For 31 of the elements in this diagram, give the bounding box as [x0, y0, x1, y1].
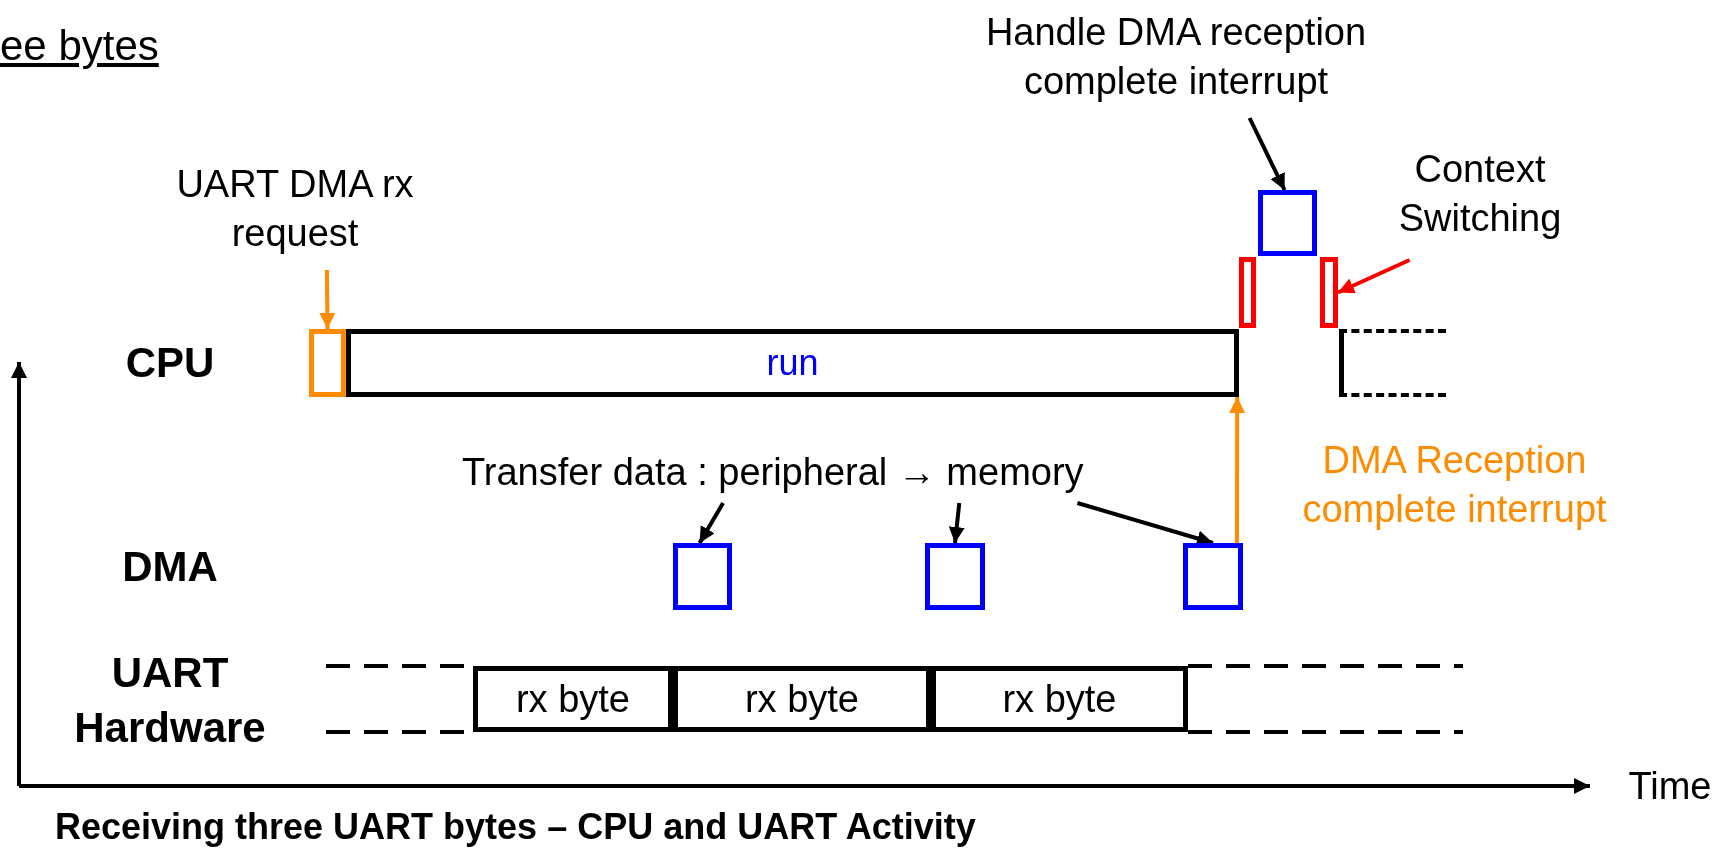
slide-heading: ee bytes [0, 22, 159, 70]
context-switch-box [1239, 257, 1256, 328]
arrow [948, 502, 965, 544]
row-label: CPU [124, 338, 216, 388]
run-bar [346, 329, 1239, 397]
interrupt-handler-box [1258, 190, 1317, 256]
arrow [319, 269, 336, 330]
bar-label: rx byte [744, 677, 859, 721]
byte-slot [473, 666, 673, 732]
transfer-box [1183, 543, 1243, 610]
row-label: UART Hardware [73, 648, 267, 753]
request-box [309, 329, 346, 397]
bar-label: rx byte [1002, 677, 1117, 721]
arrow [1247, 117, 1287, 191]
transfer-box [925, 543, 985, 610]
figure-caption: Receiving three UART bytes – CPU and UART Activity [55, 806, 976, 848]
arrow [1229, 397, 1246, 543]
arrow [697, 502, 725, 544]
continuation-box [1339, 329, 1446, 397]
annotation-text: Handle DMA reception complete interrupt [946, 8, 1406, 118]
annotation-text: UART DMA rx request [150, 160, 440, 270]
annotation-text: Transfer data : peripheral → memory [462, 448, 1084, 503]
context-switch-box [1320, 257, 1338, 328]
transfer-box [673, 543, 732, 610]
axis-label: Time [1627, 764, 1713, 809]
bar-label: rx byte [515, 677, 630, 721]
bar-label: run [766, 342, 819, 384]
row-label: DMA [121, 542, 219, 592]
annotation-text: Context Switching [1370, 145, 1590, 260]
byte-slot [931, 666, 1188, 732]
arrow [1337, 258, 1411, 295]
